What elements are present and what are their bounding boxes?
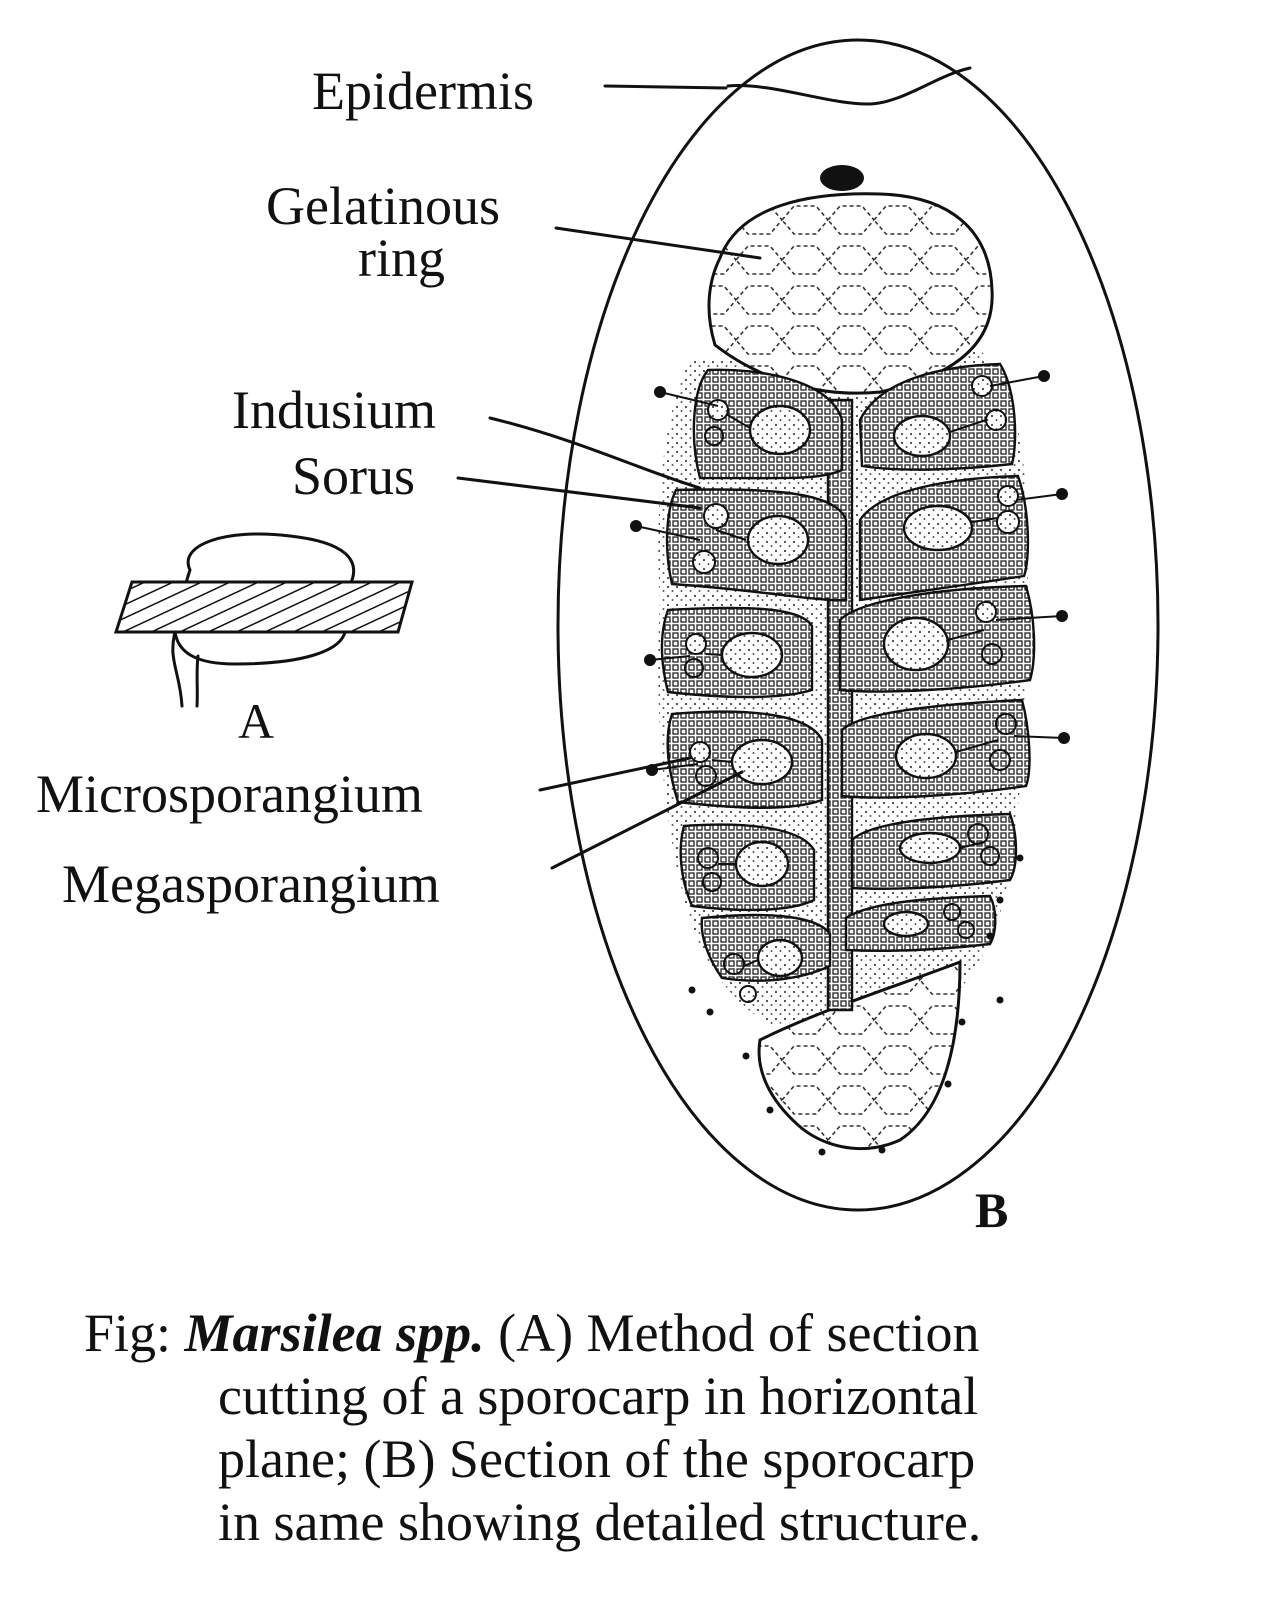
megasporangium-shape [756, 938, 804, 978]
epidermis-cap-line [726, 66, 972, 106]
figure-caption: Fig: Marsilea spp. (A) Method of section… [84, 1303, 981, 1552]
caption-line-4: in same showing detailed structure. [218, 1492, 981, 1552]
label-epidermis: Epidermis [312, 61, 534, 121]
label-microsporangium: Microsporangium [36, 764, 423, 824]
leader-megasporangium [550, 770, 744, 870]
mantle-dots [688, 854, 1024, 1156]
label-sorus: Sorus [292, 446, 415, 506]
panel-b-label: B [975, 1182, 1008, 1238]
gelatinous-ring-bottom [757, 959, 962, 1150]
label-gelatinous-ring-2: ring [358, 228, 445, 288]
sporocarp-wall [556, 38, 1160, 1212]
leader-indusium [488, 416, 702, 490]
caption-line-1: Fig: Marsilea spp. (A) Method of section [84, 1303, 979, 1363]
caption-line-2: cutting of a sporocarp in horizontal [218, 1366, 978, 1426]
megasporangium-shape [748, 404, 812, 456]
megasporangium-shape [734, 840, 790, 888]
megasporangium-shape [894, 732, 958, 780]
leader-microsporangium [538, 756, 692, 792]
caption-species: Marsilea spp. [184, 1303, 485, 1363]
left-sori [630, 368, 848, 1003]
label-gelatinous-ring-1: Gelatinous [266, 176, 500, 236]
megasporangium-shape [720, 631, 784, 679]
megasporangium-shape [882, 616, 950, 672]
caption-line-3: plane; (B) Section of the sporocarp [218, 1429, 975, 1489]
leader-lines [456, 84, 762, 870]
sporocarp-lower-a [173, 630, 347, 666]
megasporangium-shape [902, 504, 974, 552]
caption-prefix: Fig: [84, 1303, 185, 1363]
section-plane-band [113, 580, 414, 634]
panel-a-drawing: A [113, 532, 414, 749]
label-megasporangium: Megasporangium [62, 854, 440, 914]
panel-b-drawing: B [556, 38, 1160, 1238]
megasporangium-shape [898, 831, 962, 865]
leader-epidermis [603, 84, 728, 90]
microsporangia-right [943, 375, 1065, 939]
gelatinous-ring-top [707, 192, 994, 395]
stalk-a [171, 630, 200, 708]
raphe-dot [820, 165, 864, 191]
microsporangia-left [635, 391, 759, 1003]
sorus-tips-right [1038, 370, 1070, 744]
right-sori [838, 362, 1070, 952]
megasporangium-shape [892, 414, 952, 458]
leader-sorus [456, 476, 702, 510]
megasporangium-shape [746, 514, 810, 566]
megasporangium-shape [882, 910, 930, 938]
panel-a-label: A [238, 693, 274, 749]
caption-line1-rest: (A) Method of section [485, 1303, 980, 1363]
leader-gelatinous-ring [554, 226, 762, 260]
label-indusium: Indusium [232, 380, 436, 440]
megasporangium-shape [730, 738, 794, 786]
